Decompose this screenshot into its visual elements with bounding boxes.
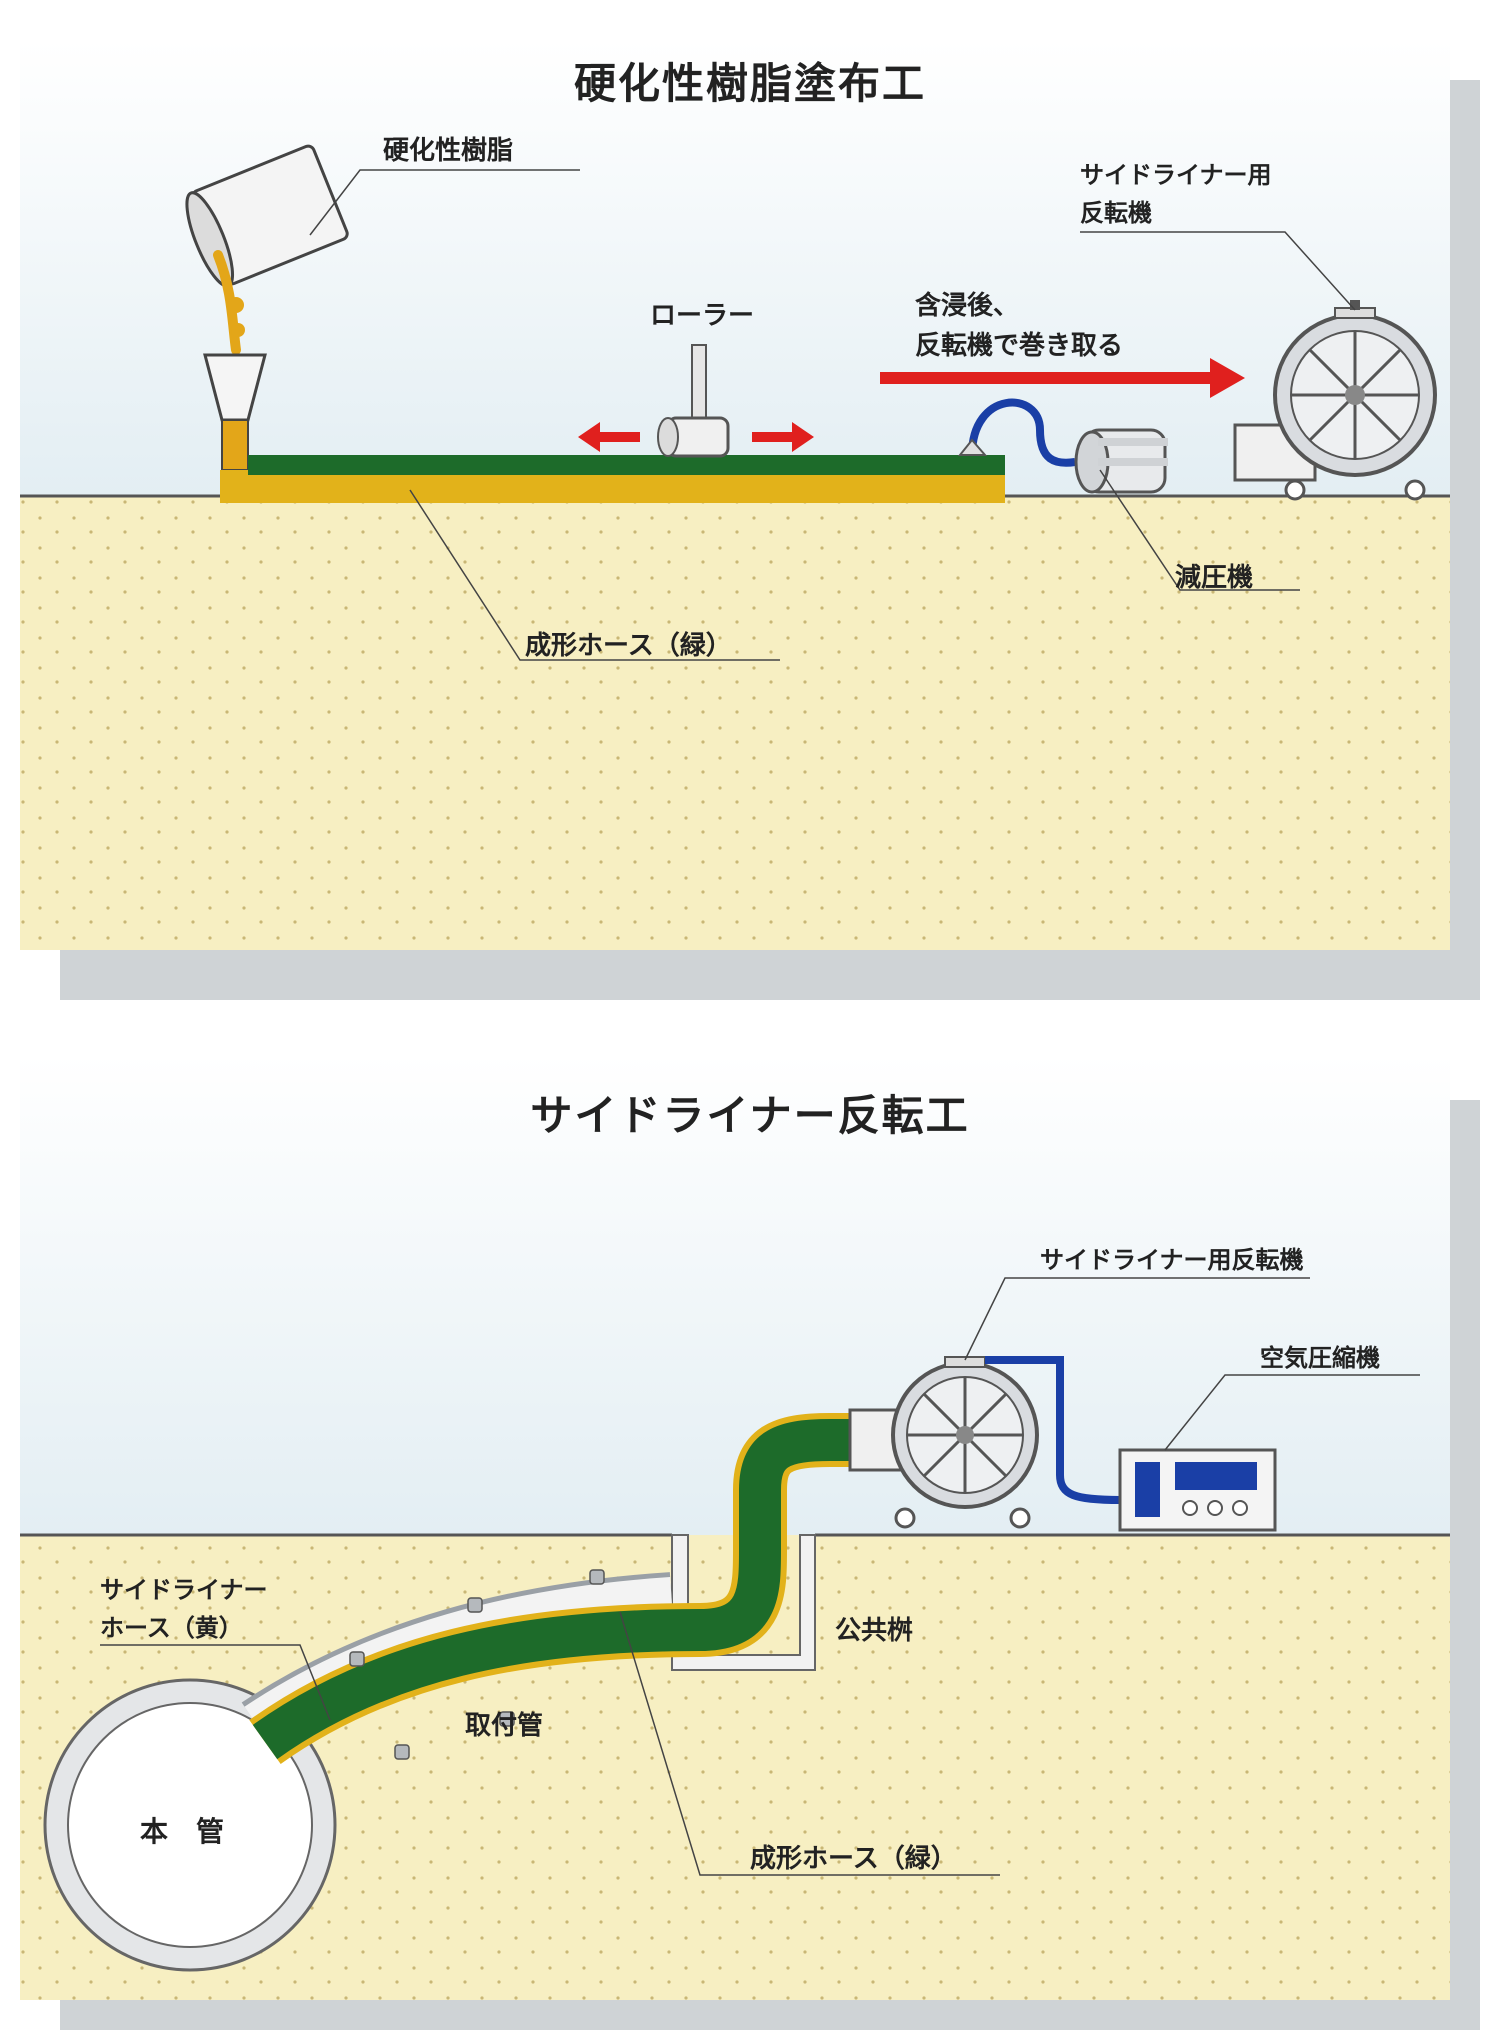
inverter-machine-panel2 [848, 1356, 1039, 1529]
panel1-title: 硬化性樹脂塗布工 [573, 59, 926, 108]
air-tube [985, 1356, 1121, 1504]
resin-label: 硬化性樹脂 [383, 136, 514, 166]
main-pipe [43, 1678, 337, 1972]
panel1-leader-lines [309, 169, 1356, 661]
forming-hose-label-panel1: 成形ホース（緑） [525, 631, 732, 661]
main-pipe-label: 本 管 [140, 1815, 225, 1848]
inverter-label-panel2: サイドライナー用反転機 [1040, 1246, 1304, 1274]
inverter-label-line2: 反転機 [1080, 199, 1152, 227]
decompressor-tube [968, 398, 1076, 467]
forming-hose-label-panel2: 成形ホース（緑） [750, 1844, 957, 1874]
roller-arrows [578, 422, 814, 452]
panel2-title: サイドライナー反転工 [530, 1091, 970, 1140]
panel2-leader-lines [100, 1277, 1420, 1876]
resin-coating-illustration [20, 40, 1480, 1000]
decompressor-label: 減圧機 [1175, 563, 1254, 593]
panel-side-liner-inversion: サイドライナー反転工 サイドライナー用反転機 空気圧縮機 サイドライナー ホース… [0, 1030, 1500, 2040]
pipe-clamps [349, 1569, 605, 1760]
compressor-label: 空気圧縮機 [1260, 1344, 1380, 1372]
inverter-machine-panel1 [1233, 300, 1437, 501]
forming-hose-panel1 [220, 470, 1005, 503]
roller [657, 344, 730, 458]
forming-hose-panel2 [252, 1419, 860, 1760]
panel-resin-coating: 硬化性樹脂塗布工 硬化性樹脂 ローラー 含浸後、 反転機で巻き取る サイドライナ… [0, 0, 1500, 1010]
air-compressor [1118, 1448, 1277, 1532]
instruction-line1: 含浸後、 [915, 291, 1020, 321]
inverter-label-line1: サイドライナー用 [1080, 161, 1272, 189]
instruction-line2: 反転機で巻き取る [915, 331, 1124, 361]
lateral-pipe-label: 取付管 [465, 1711, 544, 1741]
manhole-label: 公共桝 [835, 1616, 914, 1646]
liner-hose-label-line1: サイドライナー [100, 1576, 268, 1604]
side-liner-inversion-illustration [20, 1055, 1480, 2030]
liner-hose-label-line2: ホース（黄） [100, 1614, 243, 1642]
decompressor [1074, 428, 1168, 494]
wind-up-arrow [880, 358, 1245, 398]
roller-label: ローラー [650, 301, 755, 331]
